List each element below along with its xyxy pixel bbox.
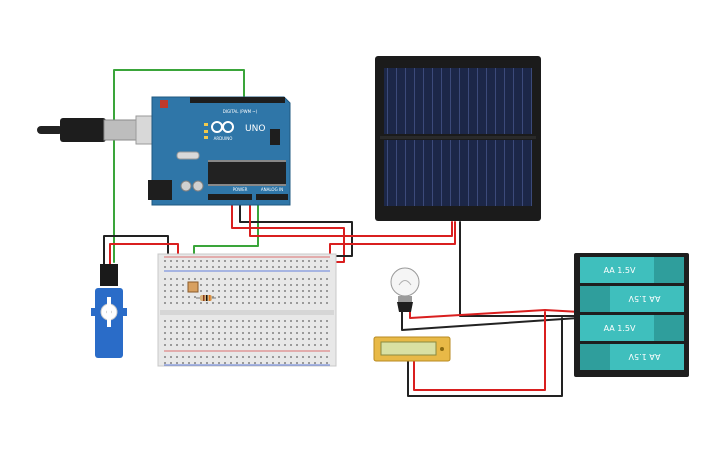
black-wire-gnd[interactable] xyxy=(239,196,353,257)
solar-cell-icon xyxy=(384,68,532,134)
servo-connector xyxy=(100,264,118,286)
analog-header-label: ANALOG IN xyxy=(261,187,283,192)
led-tx xyxy=(204,130,208,133)
power-header xyxy=(208,194,252,200)
light-bulb[interactable] xyxy=(390,267,420,312)
reset-button[interactable] xyxy=(160,100,168,108)
photoresistor[interactable] xyxy=(187,281,199,293)
battery-pack[interactable]: AA 1.5V AA 1.5V AA 1.5V AA 1.5V xyxy=(574,253,689,377)
battery-cells: AA 1.5V AA 1.5V AA 1.5V AA 1.5V xyxy=(580,257,684,370)
black-wire-bulb[interactable] xyxy=(401,311,579,331)
red-wire-5v[interactable] xyxy=(231,196,345,263)
crystal xyxy=(176,151,200,160)
red-wire-lcd[interactable] xyxy=(413,311,546,391)
battery-cap xyxy=(580,344,610,370)
battery-label: AA 1.5V xyxy=(604,324,636,333)
terminal-strip-bottom xyxy=(164,318,330,350)
red-wire-bulb[interactable] xyxy=(409,309,581,319)
battery-cap xyxy=(654,257,684,283)
digital-header xyxy=(190,97,285,103)
arduino-logo xyxy=(211,121,234,133)
green-wire-signal[interactable] xyxy=(113,69,245,263)
led-l xyxy=(204,123,208,126)
black-wire-servo[interactable] xyxy=(103,235,169,267)
analog-header xyxy=(256,194,288,200)
board-brand-label: ARDUINO xyxy=(214,136,233,141)
atmega-chip xyxy=(208,162,286,184)
light-bulb-icon xyxy=(390,267,420,297)
bottom-power-rail xyxy=(164,352,330,364)
wires xyxy=(103,69,581,397)
red-wire-solar[interactable] xyxy=(249,196,453,237)
power-header-label: POWER xyxy=(233,187,248,192)
battery-cap xyxy=(654,315,684,341)
servo-motor[interactable] xyxy=(91,264,127,358)
board-model-label: UNO xyxy=(245,124,265,134)
solar-panel[interactable] xyxy=(375,56,541,221)
battery-label: AA 1.5V xyxy=(604,266,636,275)
black-wire-lcd[interactable] xyxy=(407,317,563,397)
solar-cell-icon xyxy=(384,140,532,206)
lcd-screen xyxy=(380,341,437,356)
battery-cap xyxy=(580,286,610,312)
usb-plug-icon xyxy=(37,126,63,134)
center-channel xyxy=(160,310,334,315)
lcd-display-module[interactable] xyxy=(373,336,451,362)
usb-cable[interactable] xyxy=(37,115,169,145)
breadboard[interactable] xyxy=(157,253,337,367)
capacitor xyxy=(192,180,204,192)
battery-label: AA 1.5V xyxy=(628,294,660,303)
black-wire-solar[interactable] xyxy=(459,221,579,317)
led-rx xyxy=(204,136,208,139)
battery-label: AA 1.5V xyxy=(628,352,660,361)
capacitor xyxy=(180,180,192,192)
power-jack xyxy=(148,180,172,200)
icsp-header xyxy=(270,129,280,145)
arduino-uno-board[interactable]: DIGITAL (PWM ~) UNO ARDUINO POWER ANALOG… xyxy=(148,96,291,206)
top-power-rail xyxy=(164,258,330,270)
red-wire-solar-batt[interactable] xyxy=(329,221,456,263)
resistor[interactable] xyxy=(196,295,216,301)
digital-header-label: DIGITAL (PWM ~) xyxy=(223,109,258,114)
